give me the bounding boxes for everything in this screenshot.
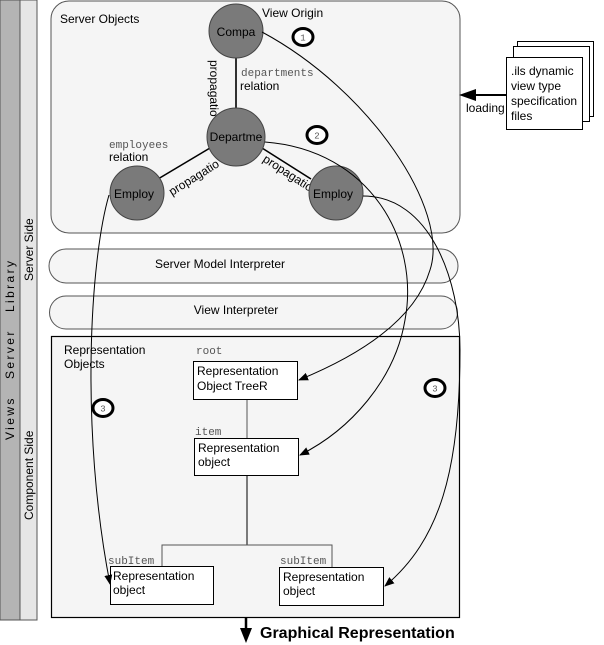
output-arrowhead [240, 628, 252, 643]
edge-department-employee-left [157, 147, 211, 180]
employees-relation-code: employees [109, 140, 168, 152]
node-employee-right: Employ [308, 165, 364, 221]
svg-text:Representation: Representation [113, 569, 194, 583]
node-department-label: Departme [210, 130, 263, 144]
item-code-label: item [195, 427, 222, 439]
representation-objects-title-2: Objects [64, 357, 105, 371]
spec-file-line-2: view type [511, 79, 561, 93]
view-origin-label: View Origin [262, 6, 323, 20]
loading-label: loading [466, 101, 505, 115]
departments-relation-label: relation [240, 79, 279, 93]
edge-department-employee-right [261, 147, 312, 180]
server-side-label: Server Side [22, 218, 36, 281]
svg-text:Object TreeR: Object TreeR [197, 379, 268, 393]
node-employee-left-label: Employ [114, 187, 154, 201]
server-model-interpreter-label: Server Model Interpreter [155, 257, 285, 271]
curve-employee-left-to-subitem [90, 194, 113, 585]
root-box: Representation Object TreeR [193, 361, 298, 400]
svg-text:3: 3 [432, 385, 437, 395]
node-company-label: Compa [217, 25, 256, 39]
spec-file-line-4: files [511, 109, 532, 123]
svg-text:Representation: Representation [198, 441, 279, 455]
svg-text:Representation: Representation [283, 570, 364, 584]
marker-1: 1 [291, 27, 315, 47]
curve-employee-right-to-subitem [362, 195, 461, 587]
svg-text:object: object [198, 455, 231, 469]
sub-right-box: Representation object [279, 567, 384, 606]
graphical-representation-label: Graphical Representation [260, 625, 455, 642]
marker-3-right: 3 [423, 378, 447, 398]
sub-left-code-label: subItem [108, 556, 155, 568]
svg-text:2: 2 [314, 132, 319, 142]
tree-branch [161, 544, 333, 567]
svg-text:Representation: Representation [197, 364, 278, 378]
node-employee-right-label: Employ [313, 187, 353, 201]
svg-text:3: 3 [100, 405, 105, 415]
edge-label-company-department: propagatio [207, 60, 221, 117]
employees-relation-label: relation [109, 150, 148, 164]
node-employee-left: Employ [109, 165, 165, 221]
marker-2: 2 [305, 125, 329, 145]
root-code-label: root [196, 346, 222, 358]
marker-3-left: 3 [91, 398, 115, 418]
curve-department-to-item [264, 141, 409, 456]
item-box: Representation object [194, 438, 299, 476]
library-label: Views Server Library [3, 259, 17, 440]
node-company: Compa [208, 3, 264, 59]
server-objects-title: Server Objects [60, 12, 139, 26]
spec-files-stack: .ils dynamic view type specification fil… [506, 41, 594, 130]
server-model-interpreter-pill [48, 248, 459, 284]
side-bar [19, 0, 38, 621]
view-interpreter-pill [49, 295, 458, 330]
component-side-label: Component Side [22, 430, 36, 520]
view-interpreter-label: View Interpreter [194, 303, 279, 317]
side-bars: Views Server Library Server Side Compone… [0, 0, 38, 621]
spec-file-line-3: specification [511, 94, 577, 108]
svg-text:1: 1 [300, 34, 305, 44]
representation-objects-title: Representation [64, 343, 145, 357]
departments-relation-code: departments [241, 68, 314, 80]
svg-text:object: object [283, 584, 316, 598]
spec-file-front [506, 57, 583, 130]
sub-right-code-label: subItem [280, 556, 327, 568]
sub-left-box: Representation object [110, 566, 214, 605]
node-department: Departme [206, 107, 266, 167]
svg-text:object: object [113, 583, 146, 597]
loading-arrowhead [459, 89, 476, 101]
spec-file-line-1: .ils dynamic [511, 64, 574, 78]
curve-company-to-root [261, 31, 434, 381]
